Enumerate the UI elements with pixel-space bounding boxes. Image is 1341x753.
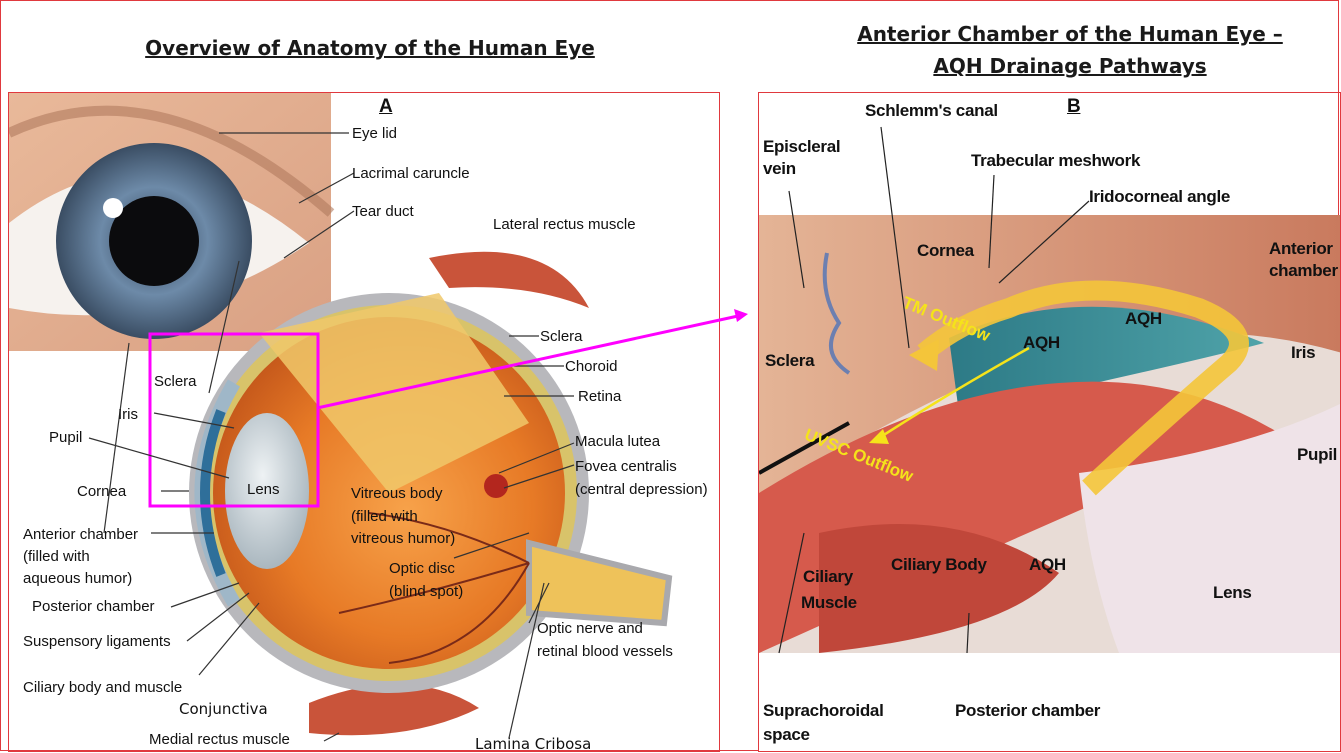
label-episcleral-1: Episcleral (763, 137, 840, 156)
label-posterior-chamber: Posterior chamber (32, 598, 155, 616)
label-suprachoroidal-1: Suprachoroidal (763, 701, 884, 720)
label-retina: Retina (578, 388, 621, 406)
label-episcleral-2: vein (763, 159, 796, 178)
label-optic-nerve-2: retinal blood vessels (537, 643, 673, 661)
label-aqh-1: AQH (1023, 333, 1060, 352)
label-trabecular: Trabecular meshwork (971, 151, 1140, 170)
label-ciliary-muscle-1: Ciliary (803, 567, 853, 586)
label-vitreous-2: (filled with (351, 508, 418, 526)
label-fovea: Fovea centralis (575, 458, 677, 476)
right-title-line2: AQH Drainage Pathways (790, 54, 1341, 78)
label-anterior-chamber-2: chamber (1269, 261, 1338, 280)
label-anterior-chamber-3: aqueous humor) (23, 570, 132, 588)
right-title-line1: Anterior Chamber of the Human Eye – (790, 22, 1341, 46)
label-conjunctiva: Conjunctiva (179, 700, 268, 718)
label-macula: Macula lutea (575, 433, 660, 451)
label-optic-disc-2: (blind spot) (389, 583, 463, 601)
anterior-chamber-illustration (759, 93, 1341, 752)
label-cornea-b: Cornea (917, 241, 974, 260)
label-aqh-2: AQH (1125, 309, 1162, 328)
left-title: Overview of Anatomy of the Human Eye (100, 36, 640, 60)
label-fovea-sub: (central depression) (575, 481, 708, 499)
label-lateral-rectus: Lateral rectus muscle (493, 216, 636, 234)
label-pupil: Pupil (49, 429, 82, 447)
panel-a: A Eye lid Lacrimal caruncle Tear duct La… (8, 92, 720, 752)
panel-a-letter: A (379, 97, 392, 116)
label-lacrimal-caruncle: Lacrimal caruncle (352, 165, 470, 183)
label-lamina: Lamina Cribosa (475, 735, 591, 752)
label-sclera-b: Sclera (765, 351, 814, 370)
label-iris-b: Iris (1291, 343, 1315, 362)
label-lens-b: Lens (1213, 583, 1251, 602)
label-iris: Iris (118, 406, 138, 424)
label-ciliary: Ciliary body and muscle (23, 679, 182, 697)
label-cornea: Cornea (77, 483, 126, 501)
label-posterior-chamber-b: Posterior chamber (955, 701, 1100, 720)
label-suprachoroidal-2: space (763, 725, 810, 744)
label-iridocorneal: Iridocorneal angle (1089, 187, 1230, 206)
label-sclera-right: Sclera (540, 328, 583, 346)
label-medial-rectus: Medial rectus muscle (149, 731, 290, 749)
label-ciliary-body: Ciliary Body (891, 555, 987, 574)
label-vitreous-1: Vitreous body (351, 485, 442, 503)
label-tear-duct: Tear duct (352, 203, 414, 221)
label-vitreous-3: vitreous humor) (351, 530, 455, 548)
panel-b-letter: B (1067, 97, 1080, 116)
label-schlemm: Schlemm's canal (865, 101, 998, 120)
label-pupil-b: Pupil (1297, 445, 1337, 464)
label-optic-nerve-1: Optic nerve and (537, 620, 643, 638)
label-eye-lid: Eye lid (352, 125, 397, 143)
label-choroid: Choroid (565, 358, 618, 376)
label-optic-disc-1: Optic disc (389, 560, 455, 578)
label-anterior-chamber-1: Anterior chamber (23, 526, 138, 544)
label-ciliary-muscle-2: Muscle (801, 593, 857, 612)
label-anterior-chamber-1: Anterior (1269, 239, 1333, 258)
panel-b: B Schlemm's canal Episcleral vein Trabec… (758, 92, 1341, 752)
label-lens: Lens (247, 481, 280, 499)
label-sclera-left: Sclera (154, 373, 197, 391)
label-aqh-3: AQH (1029, 555, 1066, 574)
label-suspensory: Suspensory ligaments (23, 633, 171, 651)
label-anterior-chamber-2: (filled with (23, 548, 90, 566)
